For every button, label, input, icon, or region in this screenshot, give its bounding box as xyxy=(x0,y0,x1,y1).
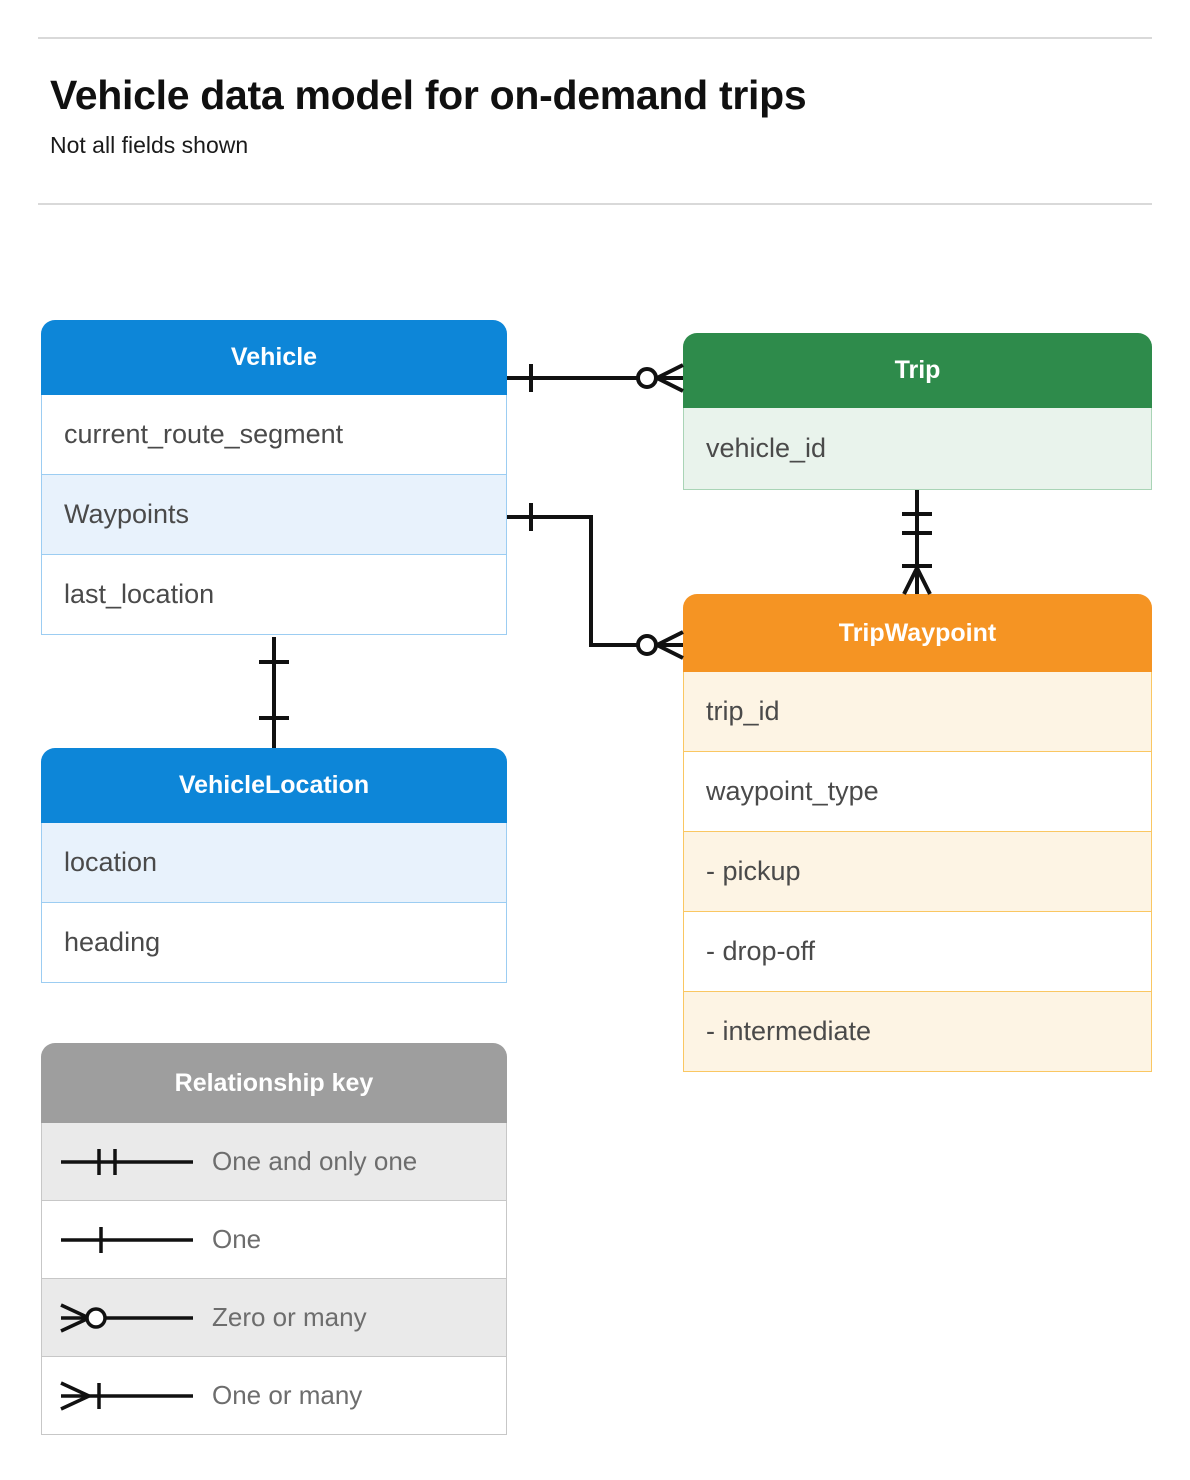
entity-tripwaypoint-title: TripWaypoint xyxy=(838,618,997,647)
legend-row-one: One xyxy=(41,1201,507,1279)
entity-vehicle-field-current-route-segment[interactable]: current_route_segment xyxy=(41,395,507,475)
entity-vehicle-title: Vehicle xyxy=(230,343,318,371)
field-label: - pickup xyxy=(706,856,801,886)
entity-tripwaypoint-value-intermediate[interactable]: - intermediate xyxy=(683,992,1152,1072)
entity-trip-title: Trip xyxy=(894,356,941,384)
top-divider xyxy=(38,37,1152,39)
legend-label: One and only one xyxy=(212,1146,418,1176)
legend-label: One or many xyxy=(212,1380,363,1410)
entity-vehicle-field-waypoints[interactable]: Waypoints xyxy=(41,475,507,555)
entity-trip-header: Trip xyxy=(683,333,1152,408)
connector-waypoints-to-tripwaypoint xyxy=(507,503,684,660)
legend-header: Relationship key xyxy=(41,1043,507,1123)
legend-row-one-or-many: One or many xyxy=(41,1357,507,1435)
field-label: - drop-off xyxy=(706,936,816,966)
entity-tripwaypoint-value-drop-off[interactable]: - drop-off xyxy=(683,912,1152,992)
legend-label: Zero or many xyxy=(212,1302,367,1332)
field-label: Waypoints xyxy=(64,499,190,529)
connector-vehicle-to-trip xyxy=(507,363,684,393)
field-label: heading xyxy=(64,927,161,957)
legend-title: Relationship key xyxy=(174,1068,374,1097)
entity-trip-field-vehicle-id[interactable]: vehicle_id xyxy=(683,408,1152,490)
zero-or-many-icon xyxy=(42,1298,212,1338)
entity-vehicle-field-last-location[interactable]: last_location xyxy=(41,555,507,635)
entity-vehiclelocation-title: VehicleLocation xyxy=(178,771,370,799)
entity-tripwaypoint-field-waypoint-type[interactable]: waypoint_type xyxy=(683,752,1152,832)
page-subtitle: Not all fields shown xyxy=(50,132,249,158)
field-label: - intermediate xyxy=(706,1016,872,1046)
field-label: current_route_segment xyxy=(64,419,344,449)
field-label: last_location xyxy=(64,579,215,609)
field-label: waypoint_type xyxy=(706,776,879,806)
one-icon xyxy=(42,1220,212,1260)
one-and-only-one-icon xyxy=(42,1142,212,1182)
page-title: Vehicle data model for on-demand trips xyxy=(50,72,807,118)
connector-vehicle-to-vehiclelocation xyxy=(259,637,289,748)
field-label: trip_id xyxy=(706,696,780,726)
legend-label: One xyxy=(212,1224,262,1254)
relationship-key-legend: Relationship key One and only one One xyxy=(41,1043,507,1435)
legend-row-one-and-only-one: One and only one xyxy=(41,1123,507,1201)
legend-row-zero-or-many: Zero or many xyxy=(41,1279,507,1357)
entity-vehiclelocation[interactable]: VehicleLocation location heading xyxy=(41,748,507,983)
entity-trip[interactable]: Trip vehicle_id xyxy=(683,333,1152,490)
entity-vehicle-header: Vehicle xyxy=(41,320,507,395)
connector-trip-to-tripwaypoint xyxy=(902,490,932,595)
entity-vehiclelocation-field-location[interactable]: location xyxy=(41,823,507,903)
entity-vehiclelocation-header: VehicleLocation xyxy=(41,748,507,823)
entity-tripwaypoint-value-pickup[interactable]: - pickup xyxy=(683,832,1152,912)
field-label: vehicle_id xyxy=(706,433,827,463)
entity-tripwaypoint-header: TripWaypoint xyxy=(683,594,1152,672)
field-label: location xyxy=(64,847,158,877)
entity-vehicle[interactable]: Vehicle current_route_segment Waypoints … xyxy=(41,320,507,635)
bottom-divider xyxy=(38,203,1152,205)
one-or-many-icon xyxy=(42,1376,212,1416)
entity-vehiclelocation-field-heading[interactable]: heading xyxy=(41,903,507,983)
entity-tripwaypoint-field-trip-id[interactable]: trip_id xyxy=(683,672,1152,752)
entity-tripwaypoint[interactable]: TripWaypoint trip_id waypoint_type - pic… xyxy=(683,594,1152,1072)
